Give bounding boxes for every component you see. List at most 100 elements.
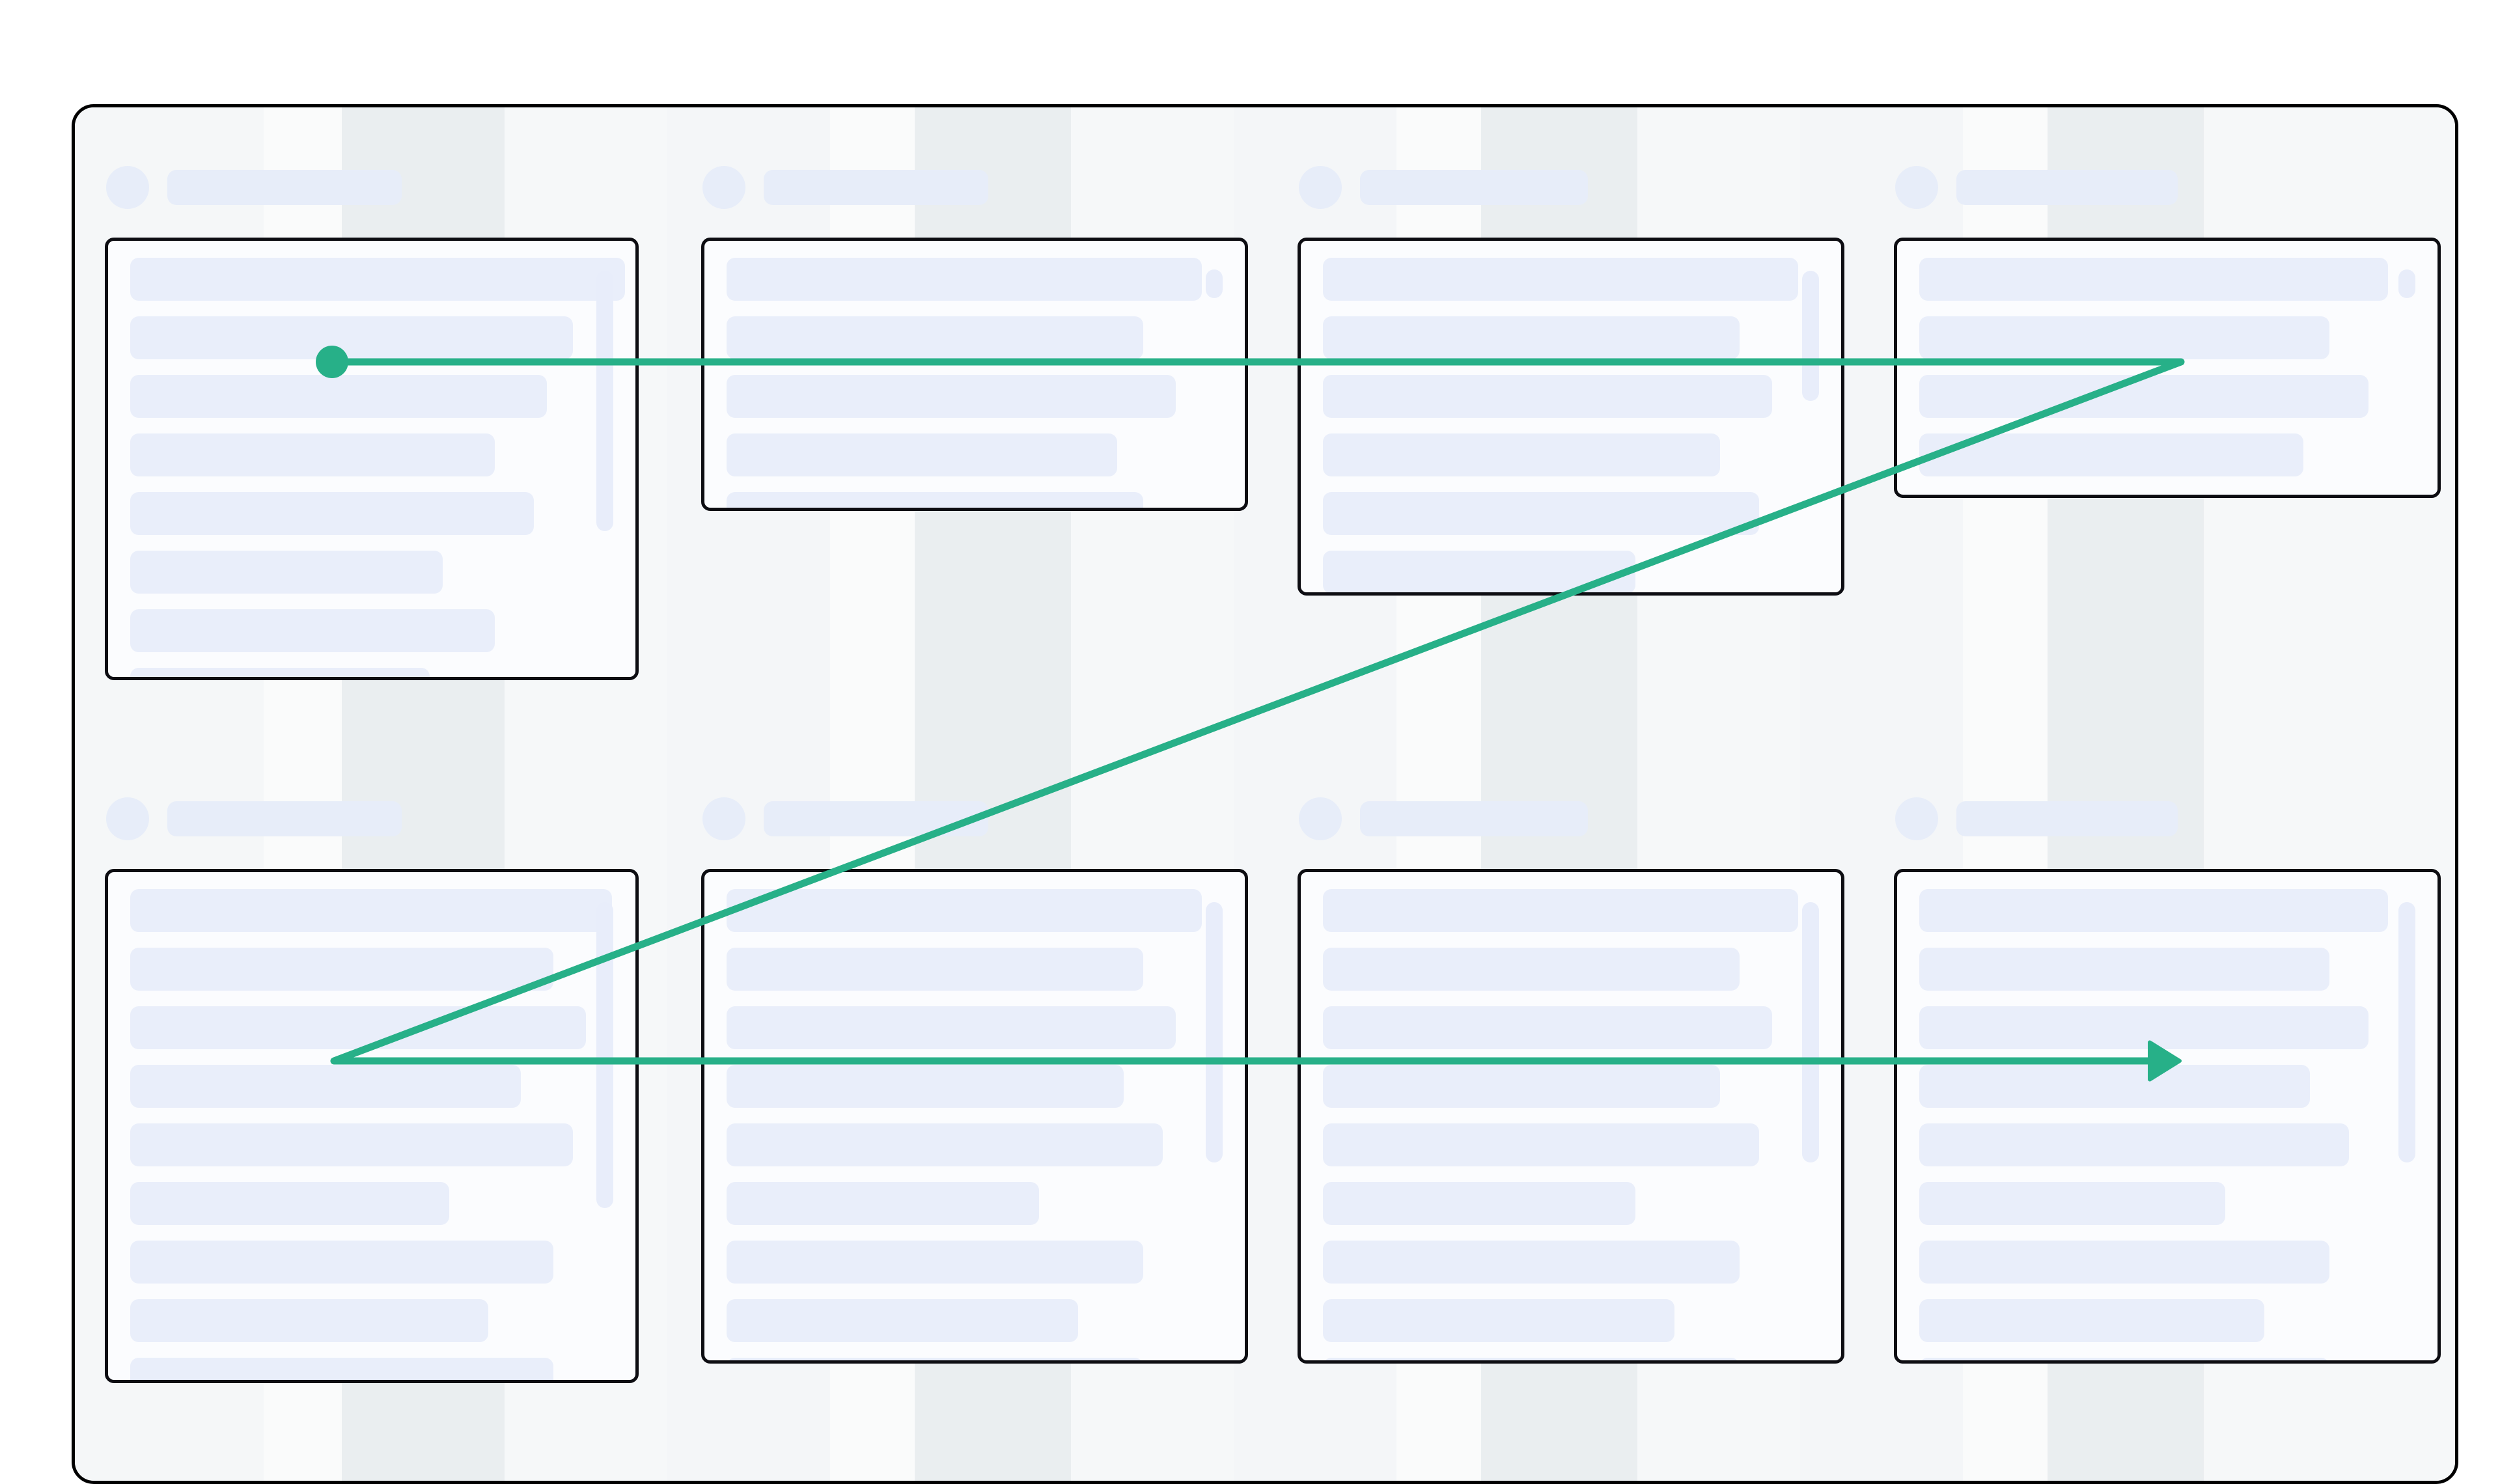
skeleton-line — [727, 1299, 1078, 1342]
avatar-placeholder-icon — [702, 166, 745, 209]
skeleton-line — [1919, 1358, 2329, 1360]
kanban-columns-container — [75, 107, 2455, 1481]
skeleton-line — [1323, 889, 1798, 932]
skeleton-line — [1919, 1006, 2368, 1049]
card-1-1[interactable] — [105, 238, 639, 680]
column-title-placeholder — [1360, 170, 1588, 205]
column-2-header-row2[interactable] — [702, 797, 988, 840]
skeleton-line — [1919, 1123, 2349, 1166]
skeleton-line — [130, 1241, 553, 1284]
column-title-placeholder — [1360, 801, 1588, 836]
skeleton-line — [1919, 1065, 2310, 1108]
card-2-1[interactable] — [105, 869, 639, 1383]
avatar-placeholder-icon — [702, 797, 745, 840]
skeleton-line — [1323, 375, 1772, 418]
column-3-header-row1[interactable] — [1299, 166, 1588, 209]
skeleton-line — [1323, 1006, 1772, 1049]
skeleton-line — [130, 948, 553, 991]
skeleton-line — [130, 316, 573, 359]
skeleton-line — [727, 889, 1202, 932]
skeleton-line — [1919, 375, 2368, 418]
card-scroll-rail[interactable] — [2398, 269, 2415, 298]
skeleton-line — [727, 1006, 1176, 1049]
avatar-placeholder-icon — [106, 166, 149, 209]
column-title-placeholder — [764, 801, 988, 836]
column-1-header-row1[interactable] — [106, 166, 402, 209]
skeleton-line — [727, 1358, 1143, 1360]
card-2-3[interactable] — [1298, 869, 1844, 1364]
card-scroll-rail[interactable] — [1802, 902, 1819, 1162]
card-1-3[interactable] — [1298, 238, 1844, 596]
column-4 — [1864, 107, 2455, 1481]
skeleton-line — [1919, 1241, 2329, 1284]
column-title-placeholder — [1956, 801, 2178, 836]
skeleton-line — [1323, 1065, 1720, 1108]
skeleton-line — [727, 258, 1202, 301]
column-3 — [1268, 107, 1864, 1481]
skeleton-line — [130, 609, 495, 652]
skeleton-line — [727, 316, 1143, 359]
skeleton-line — [130, 258, 625, 301]
column-2-header-row1[interactable] — [702, 166, 988, 209]
skeleton-line — [727, 948, 1143, 991]
kanban-board-window[interactable] — [72, 104, 2458, 1484]
skeleton-line — [727, 1123, 1163, 1166]
skeleton-line — [1919, 258, 2388, 301]
column-title-placeholder — [764, 170, 988, 205]
card-scroll-rail[interactable] — [1802, 271, 1819, 401]
skeleton-line — [1323, 1241, 1740, 1284]
skeleton-line — [130, 551, 443, 594]
skeleton-line — [727, 433, 1117, 476]
column-1-header-row2[interactable] — [106, 797, 402, 840]
skeleton-line — [1323, 433, 1720, 476]
column-3-header-row2[interactable] — [1299, 797, 1588, 840]
skeleton-line — [1919, 948, 2329, 991]
column-2 — [671, 107, 1268, 1481]
skeleton-line — [130, 1065, 521, 1108]
column-4-header-row1[interactable] — [1895, 166, 2178, 209]
skeleton-line — [1919, 433, 2303, 476]
avatar-placeholder-icon — [1895, 797, 1938, 840]
skeleton-line — [727, 492, 1143, 508]
skeleton-line — [1919, 1299, 2264, 1342]
skeleton-line — [1323, 1299, 1674, 1342]
skeleton-line — [130, 433, 495, 476]
column-title-placeholder — [167, 801, 402, 836]
column-title-placeholder — [167, 170, 402, 205]
card-1-2[interactable] — [701, 238, 1248, 511]
card-scroll-rail[interactable] — [596, 271, 613, 531]
skeleton-line — [130, 492, 534, 535]
skeleton-line — [1323, 551, 1635, 592]
skeleton-line — [130, 375, 547, 418]
card-scroll-rail[interactable] — [2398, 902, 2415, 1162]
skeleton-line — [130, 1358, 553, 1380]
card-scroll-rail[interactable] — [596, 902, 613, 1208]
skeleton-line — [727, 1182, 1039, 1225]
card-1-4[interactable] — [1894, 238, 2441, 498]
skeleton-line — [1919, 316, 2329, 359]
column-title-placeholder — [1956, 170, 2178, 205]
avatar-placeholder-icon — [106, 797, 149, 840]
column-4-header-row2[interactable] — [1895, 797, 2178, 840]
skeleton-line — [1323, 258, 1798, 301]
skeleton-line — [727, 1065, 1124, 1108]
skeleton-line — [1323, 316, 1740, 359]
skeleton-line — [130, 889, 612, 932]
avatar-placeholder-icon — [1299, 166, 1342, 209]
skeleton-line — [727, 1241, 1143, 1284]
card-2-2[interactable] — [701, 869, 1248, 1364]
card-2-4[interactable] — [1894, 869, 2441, 1364]
skeleton-line — [1323, 492, 1759, 535]
skeleton-line — [1323, 1123, 1759, 1166]
skeleton-line — [1323, 948, 1740, 991]
card-scroll-rail[interactable] — [1206, 902, 1223, 1162]
skeleton-line — [130, 668, 430, 677]
skeleton-line — [1919, 1182, 2225, 1225]
avatar-placeholder-icon — [1299, 797, 1342, 840]
skeleton-line — [130, 1182, 449, 1225]
skeleton-line — [130, 1006, 586, 1049]
skeleton-line — [130, 1299, 488, 1342]
card-scroll-rail[interactable] — [1206, 269, 1223, 298]
skeleton-line — [1919, 889, 2388, 932]
skeleton-line — [1323, 1358, 1740, 1360]
